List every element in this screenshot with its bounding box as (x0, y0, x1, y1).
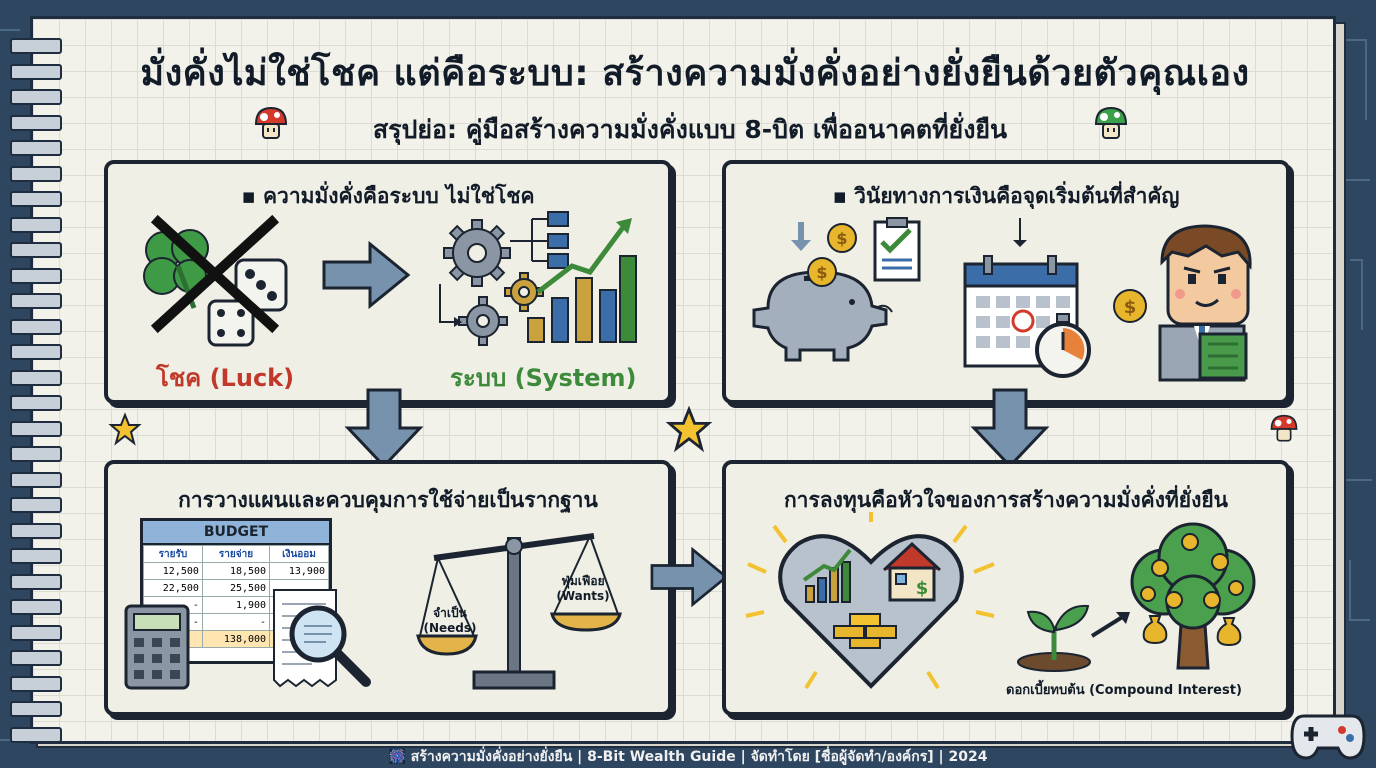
spiral-ring (10, 726, 62, 743)
panel-title: การลงทุนคือหัวใจของการสร้างความมั่งคั่งท… (783, 488, 1229, 512)
spiral-ring (10, 369, 62, 386)
money-bag-icon (1142, 615, 1168, 645)
house-icon: $ (882, 541, 942, 602)
wants-label: ฟุ่มเฟือย (Wants) (556, 574, 610, 603)
coin-icon: $ (807, 257, 837, 287)
gear-icon (443, 219, 511, 287)
system-label: ระบบ (System) (450, 364, 637, 392)
budget-cell: 12,500 (143, 562, 203, 580)
spiral-ring (10, 599, 62, 615)
luck-label: โชค (Luck) (156, 364, 295, 392)
down-arrow-icon (791, 222, 811, 251)
star-icon (108, 412, 142, 446)
spiral-ring (10, 63, 62, 80)
budget-total: 138,000 (201, 630, 271, 648)
budget-header-income: รายรับ (143, 545, 203, 563)
cross-out-icon (150, 214, 280, 334)
growth-arrow-icon (1090, 612, 1130, 638)
spiral-ring (10, 624, 62, 641)
gear-icon (458, 296, 508, 346)
spiral-ring (10, 140, 62, 156)
budget-header-expense: รายจ่าย (201, 545, 271, 563)
arrow-right-icon (650, 546, 729, 608)
spiral-ring (10, 114, 62, 131)
coin-icon: $ (827, 223, 857, 253)
bar-chart-icon (527, 218, 637, 343)
stopwatch-icon (1035, 313, 1091, 378)
panel-title: ▪ ความมั่งคั่งคือระบบ ไม่ใช่โชค (241, 184, 535, 208)
mushroom-icon (254, 106, 288, 139)
spiral-ring (10, 522, 62, 539)
budget-header-savings: เงินออม (269, 545, 329, 563)
star-icon (665, 405, 713, 453)
arrow-down-icon (344, 388, 424, 469)
spiral-ring (10, 497, 62, 513)
money-bag-icon (1216, 617, 1242, 647)
needs-label: จำเป็น (Needs) (423, 606, 477, 635)
spiral-ring (10, 216, 62, 233)
sun-rays (745, 512, 995, 690)
spiral-ring (10, 165, 62, 182)
down-arrow-icon (1013, 218, 1027, 247)
calculator-icon (124, 604, 190, 690)
spiral-ring (10, 650, 62, 666)
gamepad-icon (1290, 714, 1366, 760)
dice-icon (234, 258, 288, 312)
compound-interest-label: ดอกเบี้ยทบต้น (Compound Interest) (1006, 683, 1242, 698)
page-title: มั่งคั่งไม่ใช่โชค แต่คือระบบ: สร้างความม… (140, 53, 1250, 94)
budget-cell: 13,900 (269, 562, 329, 580)
businessman-icon (1158, 224, 1252, 382)
spiral-ring (10, 446, 62, 462)
budget-cell: 25,500 (201, 579, 271, 597)
spiral-ring (10, 242, 62, 258)
flowchart-icon (510, 211, 569, 269)
spiral-ring (10, 395, 62, 411)
spiral-ring (10, 293, 62, 309)
budget-cell: 22,500 (143, 579, 203, 597)
svg-text:$: $ (816, 263, 827, 282)
spiral-ring (10, 344, 62, 360)
spiral-ring (10, 420, 62, 437)
panel-title: ▪ วินัยทางการเงินคือจุดเริ่มต้นที่สำคัญ (832, 184, 1180, 208)
checklist-icon (873, 217, 921, 282)
magnifier-icon (289, 605, 371, 687)
spiral-ring (10, 675, 62, 692)
spiral-ring (10, 38, 62, 54)
spiral-ring (10, 548, 62, 564)
money-tree-icon (1130, 522, 1256, 670)
svg-text:$: $ (916, 578, 929, 599)
spiral-ring (10, 573, 62, 590)
arrow-down-icon (970, 388, 1050, 469)
budget-sheet-title: BUDGET (143, 521, 329, 545)
spiral-ring (10, 318, 62, 335)
footer: 🎆 สร้างความมั่งคั่งอย่างยั่งยืน | 8-Bit … (388, 749, 988, 765)
spiral-ring (10, 701, 62, 717)
dice-icon (207, 299, 255, 347)
gear-icon (504, 272, 544, 312)
sprout-icon (1017, 604, 1091, 672)
arrow-right-icon (322, 240, 411, 310)
page-subtitle: สรุปย่อ: คู่มือสร้างความมั่งคั่งแบบ 8-บิ… (372, 115, 1008, 144)
coin-icon: $ (1113, 289, 1147, 323)
spiral-ring (10, 191, 62, 207)
mushroom-icon (1094, 106, 1128, 139)
spiral-ring (10, 267, 62, 284)
panel-title: การวางแผนและควบคุมการใช้จ่ายเป็นรากฐาน (178, 488, 598, 512)
spiral-ring (10, 471, 62, 488)
spiral-ring (10, 89, 62, 105)
mushroom-icon (1270, 414, 1298, 442)
flow-line (439, 284, 462, 327)
svg-text:$: $ (836, 229, 847, 248)
svg-text:$: $ (1124, 297, 1137, 318)
scale-icon (416, 533, 622, 690)
budget-cell: - (201, 613, 271, 631)
budget-cell: 18,500 (201, 562, 271, 580)
budget-cell: 1,900 (201, 596, 271, 614)
